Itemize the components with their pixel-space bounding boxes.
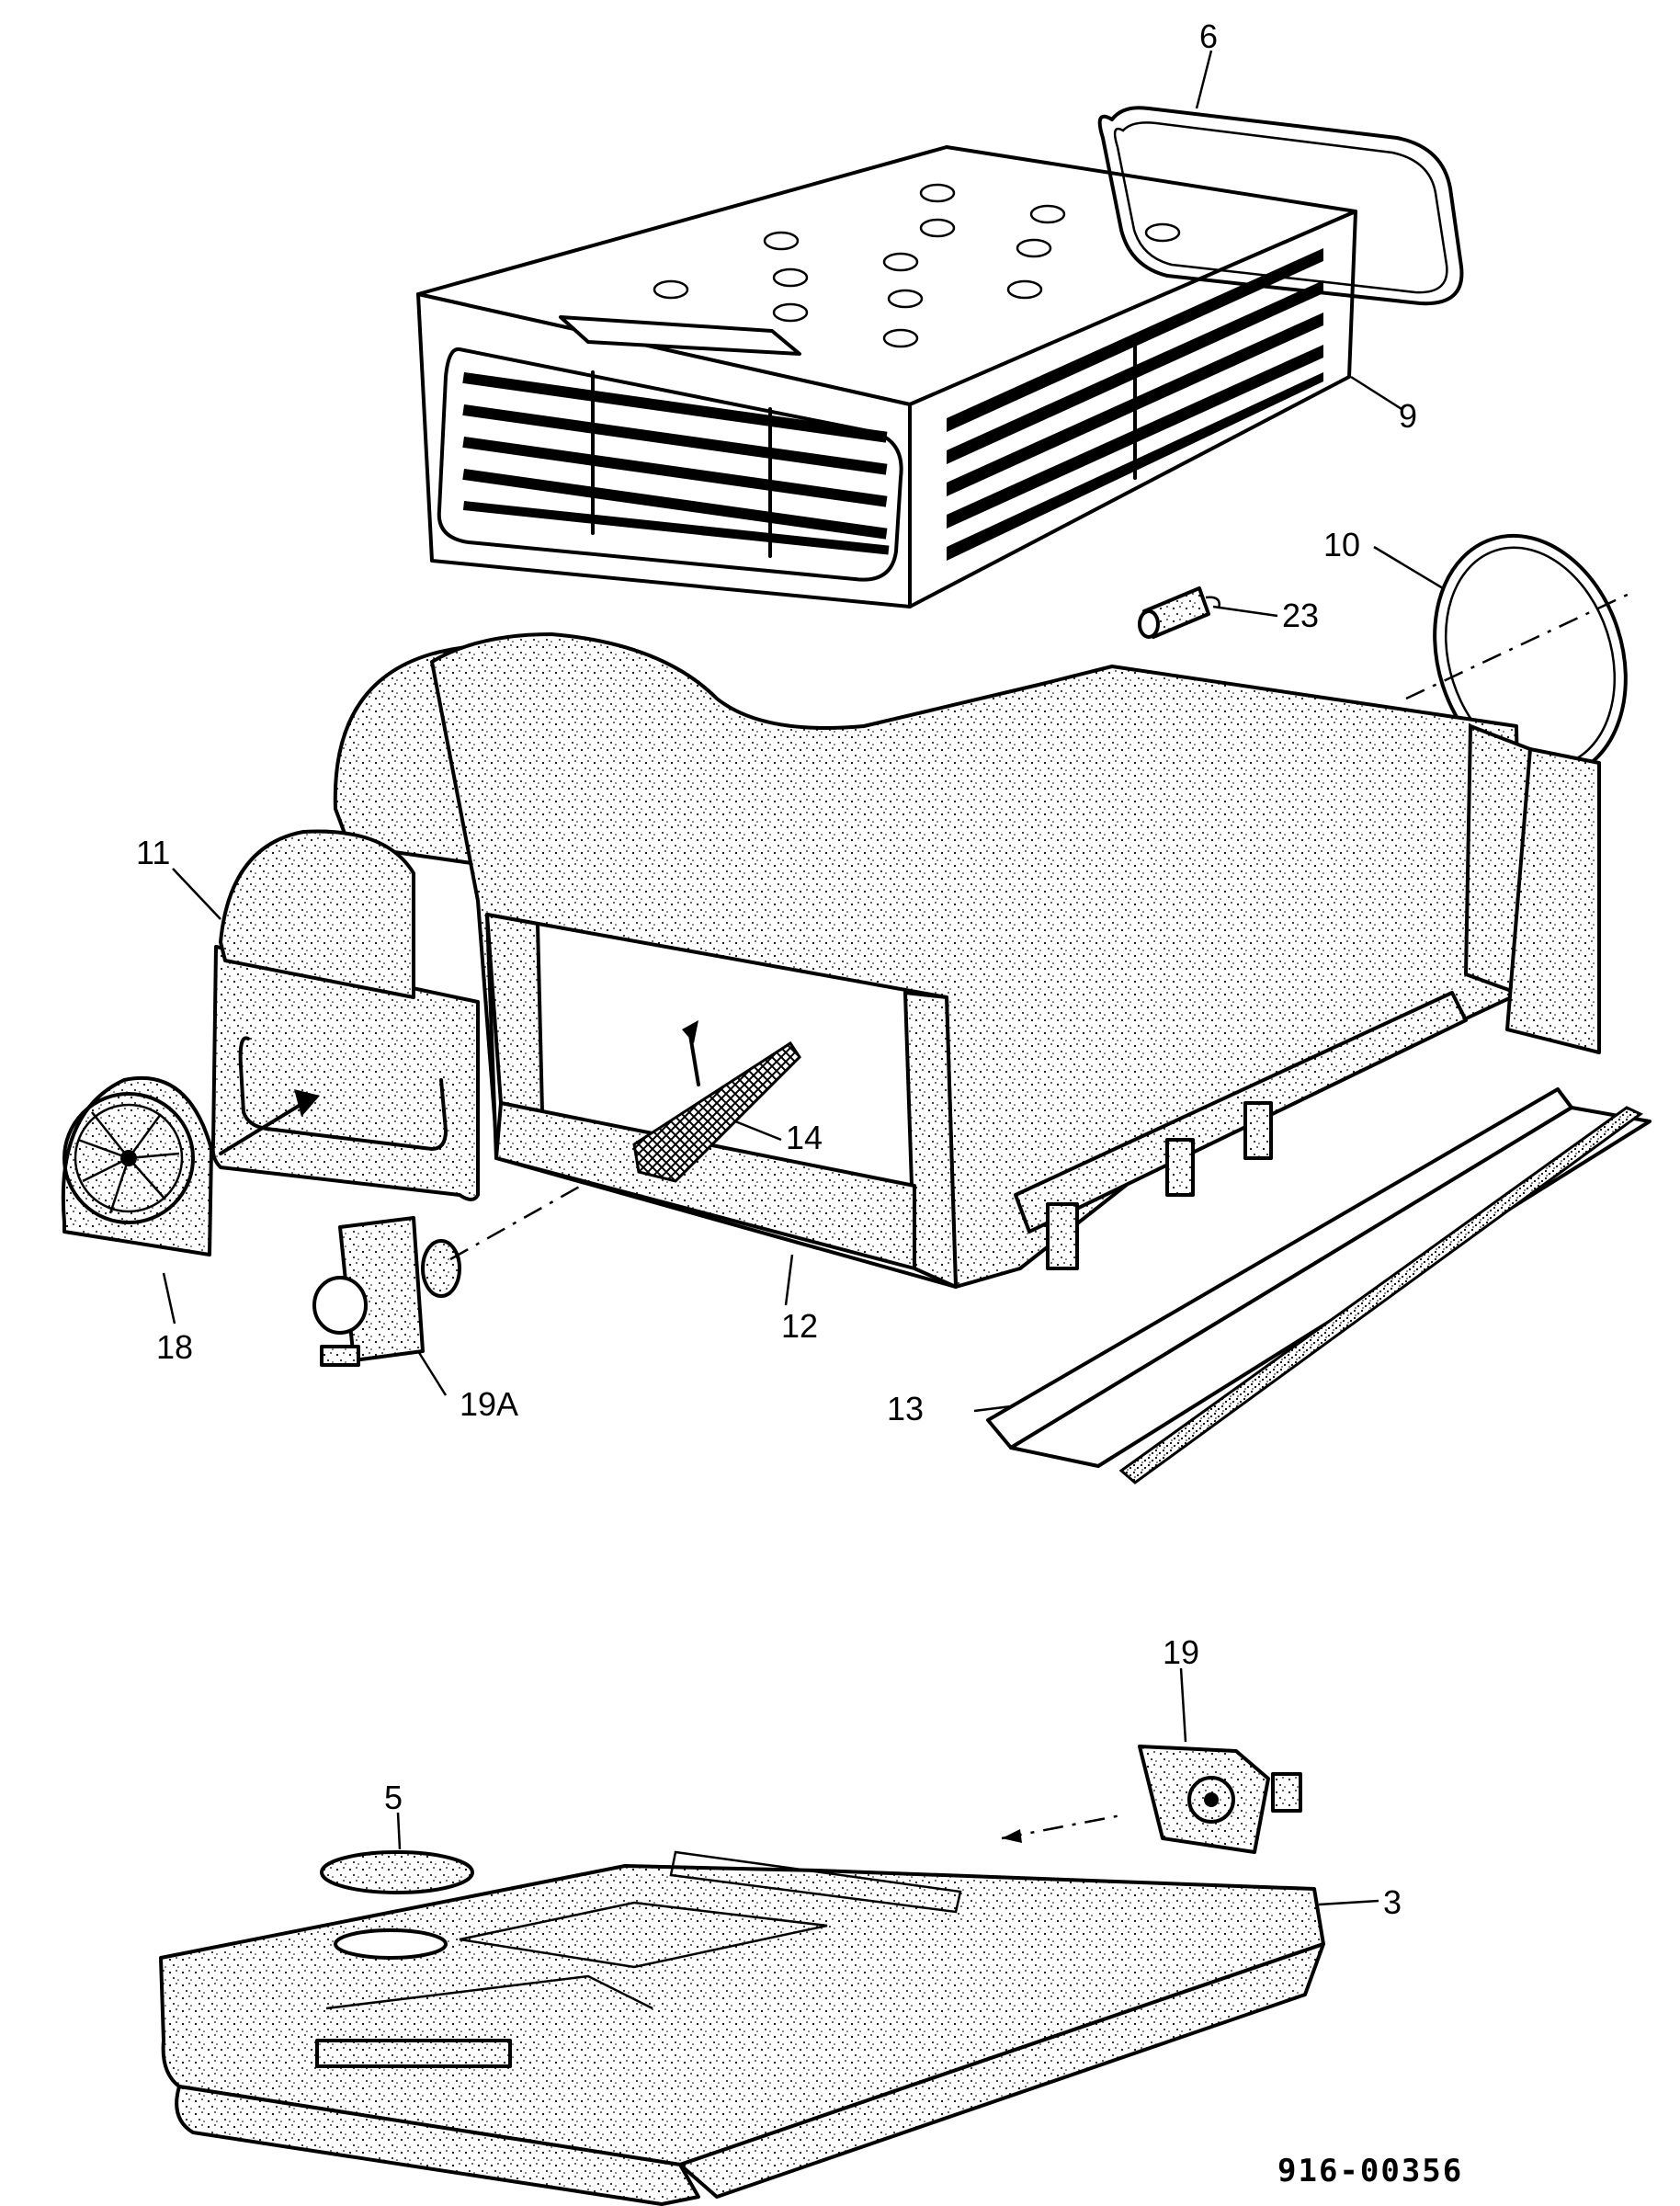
- callout-18: 18: [156, 1328, 193, 1366]
- callout-11: 11: [136, 834, 170, 871]
- callout-6: 6: [1199, 17, 1218, 55]
- callout-19a: 19A: [460, 1385, 518, 1423]
- round-cap: [320, 1850, 474, 1894]
- callout-19: 19: [1163, 1633, 1199, 1671]
- assembly-lines: [449, 591, 1632, 1843]
- blower-fan: [61, 1075, 213, 1257]
- callout-13: 13: [887, 1390, 924, 1427]
- ducting-housing: [210, 632, 1601, 1289]
- leader-lines: [162, 50, 1444, 1906]
- lint-screen: [632, 1040, 801, 1183]
- callout-12: 12: [781, 1307, 818, 1345]
- top-holes: [653, 183, 1181, 348]
- callout-5: 5: [384, 1779, 403, 1816]
- callout-10: 10: [1323, 526, 1360, 563]
- callout-14: 14: [786, 1119, 823, 1156]
- document-number: 916-00356: [1277, 2153, 1463, 2189]
- gasket-ring: [1097, 106, 1464, 306]
- callout-3: 3: [1383, 1883, 1402, 1921]
- roller-part: [1138, 586, 1220, 639]
- callout-labels: 6 9 10 23 11 14 18 12 19A 13 19 5 3: [136, 17, 1417, 1921]
- condenser-unit: [416, 145, 1357, 608]
- base-pan: [159, 1850, 1325, 2206]
- callout-23: 23: [1282, 597, 1319, 634]
- baffle-plate: [986, 1087, 1652, 1484]
- thermostat-19: [1138, 1745, 1302, 1854]
- thermostat-19a: [312, 1216, 461, 1367]
- front-slats: [462, 372, 890, 555]
- callout-9: 9: [1399, 397, 1417, 435]
